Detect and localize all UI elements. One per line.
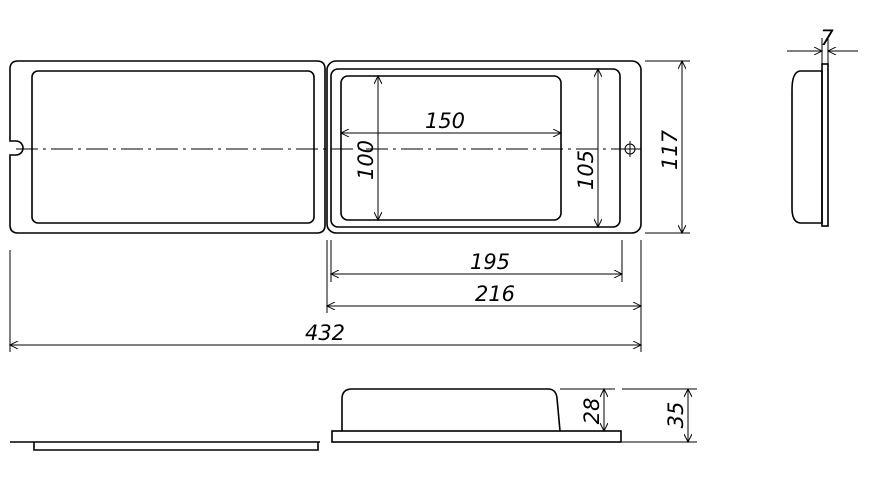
profile-view: 28 35 xyxy=(10,389,697,451)
dim-label-195: 195 xyxy=(470,250,510,274)
dim-total-height: 117 xyxy=(645,61,690,233)
dim-label-432: 432 xyxy=(305,321,345,345)
dim-label-117: 117 xyxy=(658,129,682,170)
right-panel xyxy=(326,60,642,234)
dim-label-100: 100 xyxy=(354,140,378,180)
dim-half-outer: 216 xyxy=(327,282,641,306)
dim-half-inner: 195 xyxy=(331,250,622,274)
dim-label-150: 150 xyxy=(425,109,465,133)
left-panel xyxy=(9,60,326,234)
dim-label-105: 105 xyxy=(574,150,598,190)
side-view: 7 xyxy=(787,26,858,227)
dim-inner-width: 150 xyxy=(341,109,561,133)
dim-label-7: 7 xyxy=(820,26,834,50)
dim-total-width: 432 xyxy=(10,321,641,345)
dim-label-28: 28 xyxy=(580,398,604,425)
dim-lid-height: 105 xyxy=(574,69,598,227)
dim-inner-height: 100 xyxy=(354,76,378,220)
dim-label-35: 35 xyxy=(664,402,688,429)
dim-label-216: 216 xyxy=(475,282,515,306)
